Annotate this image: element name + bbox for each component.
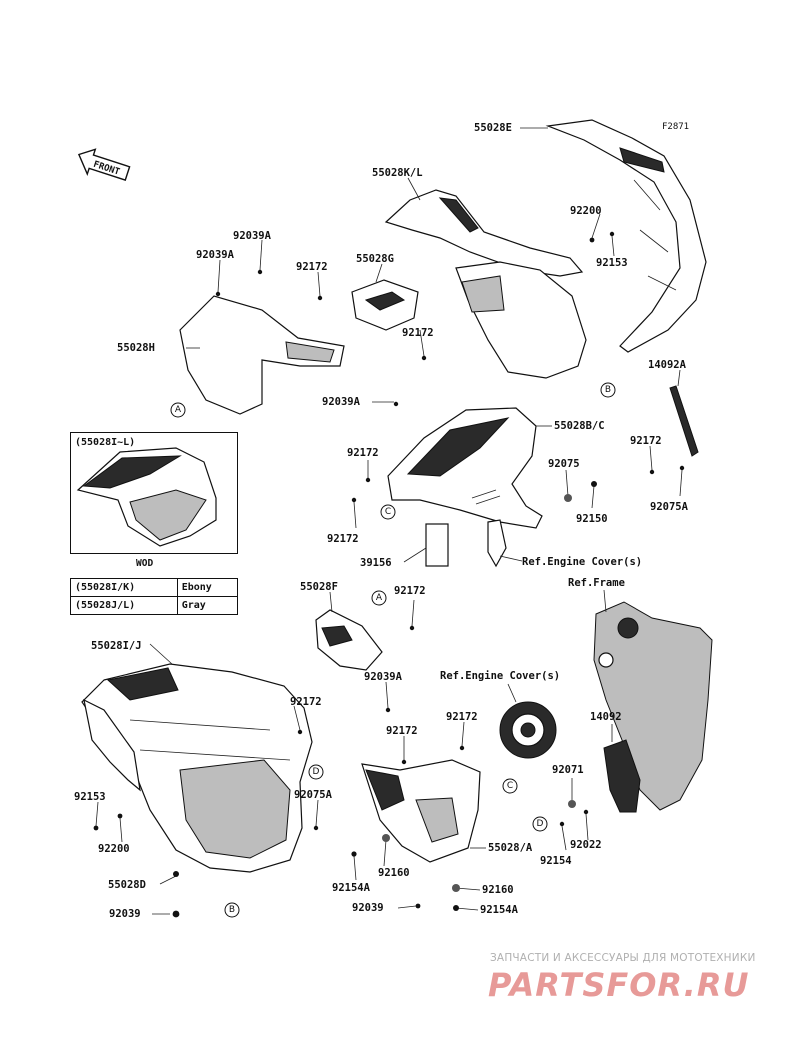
bracket-14092 <box>603 739 641 813</box>
callout-92022: 92022 <box>570 839 602 851</box>
upper-cowl-right <box>545 119 707 353</box>
callout-ref-engine-cover-2: Ref.Engine Cover(s) <box>440 670 560 682</box>
callout-92172-8: 92172 <box>446 711 478 723</box>
svg-text:D: D <box>313 767 320 777</box>
inner-fairing-left <box>179 295 345 415</box>
connector-d-2: D <box>532 816 548 832</box>
color-row: (55028J/L) Gray <box>70 596 239 615</box>
callout-55028b-c: 55028B/C <box>554 420 605 432</box>
leader-lines <box>95 127 683 915</box>
callout-ref-frame: Ref.Frame <box>568 577 625 589</box>
color-table: (55028I/K) Ebony (55028J/L) Gray <box>70 578 239 615</box>
callout-92172-5: 92172 <box>327 533 359 545</box>
wod-label: WOD <box>136 558 154 569</box>
callout-92075a-2: 92075A <box>294 789 333 801</box>
callout-55028g: 55028G <box>356 253 394 265</box>
callout-92154a-2: 92154A <box>480 904 519 916</box>
callout-55028d: 55028D <box>108 879 146 891</box>
callout-55028-a: 55028/A <box>488 842 533 854</box>
svg-text:C: C <box>507 781 513 791</box>
callout-92039-2: 92039 <box>109 908 141 920</box>
callout-92200-bottom: 92200 <box>98 843 130 855</box>
bracket-14092a <box>669 385 699 457</box>
color-row: (55028I/K) Ebony <box>70 578 239 597</box>
callout-39156: 39156 <box>360 557 392 569</box>
callout-92039-1: 92039 <box>352 902 384 914</box>
callout-92172-1: 92172 <box>296 261 328 273</box>
callout-92075a-1: 92075A <box>650 501 689 513</box>
callout-92172-3: 92172 <box>347 447 379 459</box>
callout-92172-6: 92172 <box>394 585 426 597</box>
callout-55028f: 55028F <box>300 581 338 593</box>
watermark-brand: PARTSFOR.RU <box>488 966 750 1004</box>
callout-92075: 92075 <box>548 458 580 470</box>
lower-nose-55028d <box>83 698 141 792</box>
fasteners <box>93 231 685 918</box>
callout-14092a: 14092A <box>648 359 687 371</box>
connector-a-1: A <box>170 402 186 418</box>
callout-92039a-3: 92039A <box>322 396 361 408</box>
callout-92172-7: 92172 <box>290 696 322 708</box>
inset-title: (55028I~L) <box>75 437 136 448</box>
callout-14092: 14092 <box>590 711 622 723</box>
engine-cover-bracket <box>487 519 507 568</box>
figure-code: F2871 <box>662 122 689 132</box>
callout-55028k-l: 55028K/L <box>372 167 423 179</box>
callout-labels: 55028E 55028K/L 92200 92153 92039A 92039… <box>74 122 689 920</box>
callout-92153-top: 92153 <box>596 257 628 269</box>
svg-text:A: A <box>376 593 383 603</box>
callout-ref-engine-cover-1: Ref.Engine Cover(s) <box>522 556 642 568</box>
side-cowl-55028bc <box>387 407 543 529</box>
engine-cover-icon <box>499 701 557 759</box>
watermark-tagline: ЗАПЧАСТИ И АКСЕССУАРЫ ДЛЯ МОТОТЕХНИКИ <box>490 952 756 964</box>
svg-text:C: C <box>385 507 391 517</box>
color-row-color: Gray <box>176 596 239 615</box>
svg-text:B: B <box>229 905 235 915</box>
callout-92071: 92071 <box>552 764 584 776</box>
callout-92153-bottom: 92153 <box>74 791 106 803</box>
callout-92172-2: 92172 <box>402 327 434 339</box>
connector-c-1: C <box>380 504 396 520</box>
callout-92160-2: 92160 <box>482 884 514 896</box>
callout-55028i-j: 55028I/J <box>91 640 142 652</box>
callout-92039a-4: 92039A <box>364 671 403 683</box>
callout-92200-top: 92200 <box>570 205 602 217</box>
callout-92172-4: 92172 <box>630 435 662 447</box>
svg-text:A: A <box>175 405 182 415</box>
callout-92150: 92150 <box>576 513 608 525</box>
connector-d-1: D <box>308 764 324 780</box>
callout-92172-9: 92172 <box>386 725 418 737</box>
pad-39156 <box>425 523 449 567</box>
connector-b-1: B <box>600 382 616 398</box>
connector-c-2: C <box>502 778 518 794</box>
svg-text:B: B <box>605 385 611 395</box>
callout-92154a-1: 92154A <box>332 882 371 894</box>
callout-92039a-1: 92039A <box>233 230 272 242</box>
color-row-color: Ebony <box>176 578 239 597</box>
callout-55028e: 55028E <box>474 122 512 134</box>
callout-55028h: 55028H <box>117 342 155 354</box>
inset-box: (55028I~L) <box>70 432 238 554</box>
frame <box>593 601 713 811</box>
callout-92160-1: 92160 <box>378 867 410 879</box>
color-row-part: (55028J/L) <box>70 596 178 615</box>
connector-a-2: A <box>371 590 387 606</box>
connector-b-2: B <box>224 902 240 918</box>
svg-text:D: D <box>537 819 544 829</box>
callout-92039a-2: 92039A <box>196 249 235 261</box>
color-row-part: (55028I/K) <box>70 578 178 597</box>
callout-92154: 92154 <box>540 855 572 867</box>
upper-side-cowl <box>384 189 584 277</box>
front-arrow-icon: FRONT <box>77 148 131 181</box>
